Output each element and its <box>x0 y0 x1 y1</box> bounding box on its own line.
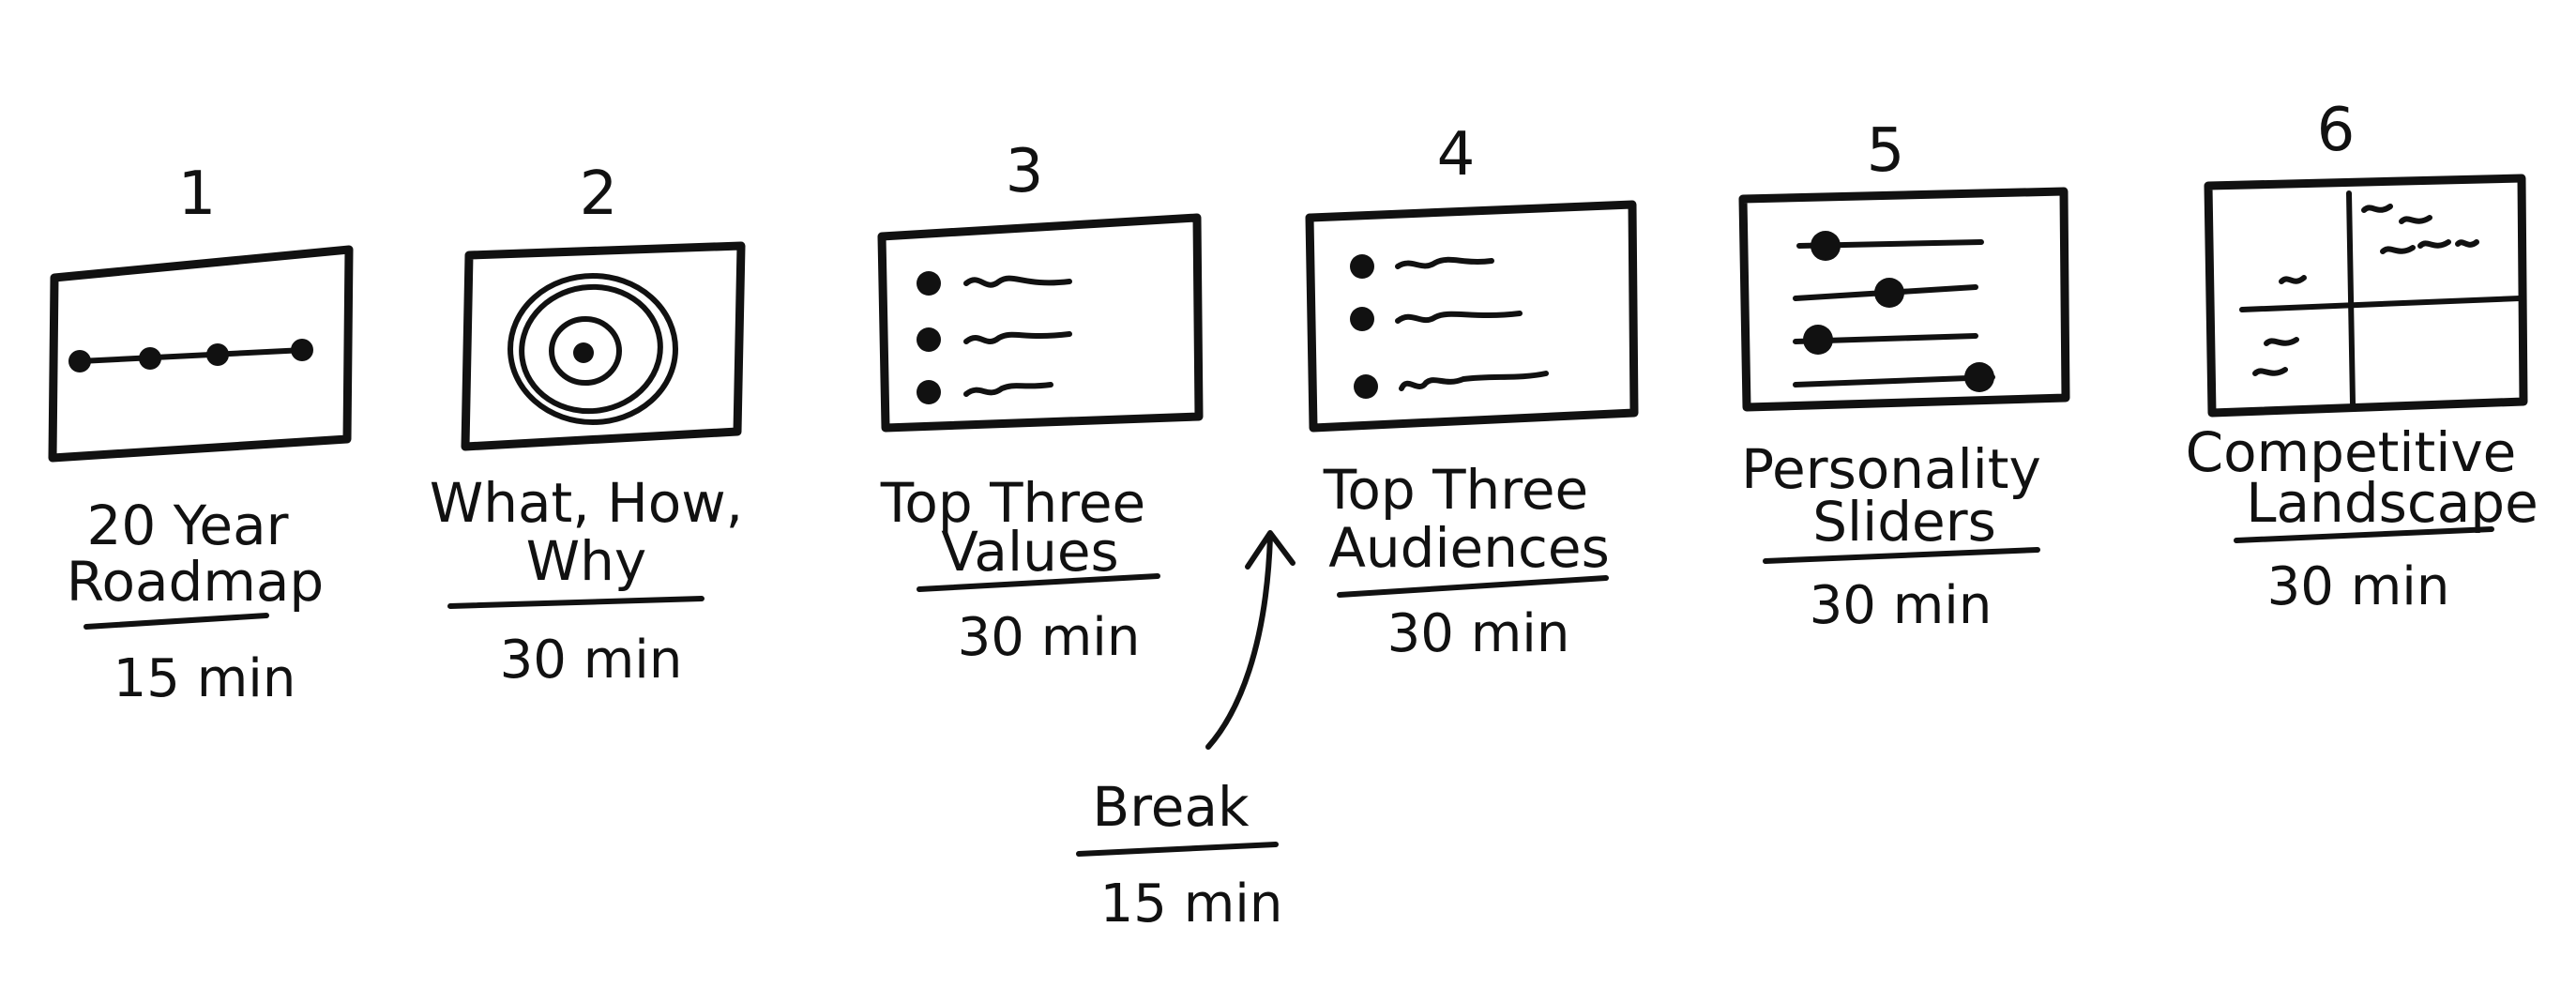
step-3: 3 Top Three Values 30 min <box>877 137 1204 668</box>
step-6-number: 6 <box>2317 96 2356 165</box>
break-duration: 15 min <box>1100 874 1283 935</box>
list-bullet-1 <box>917 271 941 296</box>
step-5: 5 Personality Sliders 30 min <box>1738 116 2070 636</box>
list-line-3 <box>963 382 1053 397</box>
break-underline <box>1076 842 1279 857</box>
slider-knob-3 <box>1803 325 1833 355</box>
quadrant-mark-1 <box>2279 275 2307 284</box>
step-3-underline <box>917 573 1160 592</box>
target-bullseye <box>573 342 594 363</box>
step-5-underline <box>1763 547 2040 564</box>
step-1-underline <box>83 613 269 630</box>
list-line-2 <box>1395 311 1523 324</box>
list-bullet-3 <box>1354 374 1378 399</box>
step-6-underline <box>2234 526 2494 543</box>
list-line-1 <box>1395 256 1494 269</box>
step-3-frame <box>877 213 1204 433</box>
bullet-list-icon <box>877 213 1204 433</box>
step-3-title-line-2: Values <box>941 520 1119 584</box>
list-line-3 <box>1399 371 1549 391</box>
slider-knob-4 <box>1964 362 1994 392</box>
step-2-frame <box>461 241 746 451</box>
list-line-2 <box>963 331 1072 344</box>
slider-knob-1 <box>1811 231 1841 261</box>
timeline-line <box>77 347 308 364</box>
step-1-duration: 15 min <box>114 648 296 709</box>
step-1-title-line-1: 20 Year <box>86 494 288 557</box>
slider-knob-2 <box>1874 278 1904 308</box>
timeline-icon <box>48 245 354 463</box>
step-1-frame <box>48 245 354 463</box>
quadrant-axis-vertical <box>2346 190 2356 406</box>
list-bullet-2 <box>1350 307 1374 331</box>
target-ring-outer <box>508 273 678 425</box>
break-marker: Break 15 min <box>1076 530 1296 935</box>
timeline-dot-1 <box>68 350 91 372</box>
step-3-duration: 30 min <box>958 607 1141 668</box>
step-6-frame <box>2204 174 2528 418</box>
step-2: 2 What, How, Why 30 min <box>430 160 746 691</box>
list-bullet-3 <box>917 380 941 404</box>
step-5-title-line-1: Personality <box>1741 437 2041 501</box>
step-2-title-line-2: Why <box>526 529 646 593</box>
step-4-underline <box>1337 575 1609 598</box>
step-3-number: 3 <box>1006 137 1044 206</box>
quadrant-mark-8 <box>2252 367 2288 376</box>
quadrant-mark-4 <box>2380 245 2416 254</box>
step-5-frame <box>1738 187 2070 412</box>
arrow-up-icon <box>1205 530 1296 750</box>
bullet-list-icon <box>1305 200 1639 433</box>
step-1-number: 1 <box>178 160 217 229</box>
step-6-title-line-2: Landscape <box>2246 471 2538 535</box>
step-2-number: 2 <box>580 160 618 229</box>
step-1-title-line-2: Roadmap <box>67 550 324 614</box>
step-6: 6 Competitive Landscape 30 min <box>2186 96 2538 617</box>
step-5-title-line-2: Sliders <box>1812 490 1996 554</box>
step-6-duration: 30 min <box>2267 556 2450 617</box>
step-4: 4 Top Three Audiences 30 min <box>1305 120 1639 664</box>
step-4-title-line-1: Top Three <box>1323 458 1588 522</box>
step-2-underline <box>447 596 705 609</box>
quadrant-icon <box>2204 174 2528 418</box>
step-6-title-line-1: Competitive <box>2186 420 2517 484</box>
step-4-title-line-2: Audiences <box>1328 516 1610 580</box>
quadrant-mark-3 <box>2399 215 2432 224</box>
sliders-icon <box>1738 187 2070 412</box>
break-arrow-head <box>1245 530 1296 570</box>
target-ring-inner <box>549 316 622 386</box>
step-4-duration: 30 min <box>1387 603 1570 664</box>
quadrant-mark-6 <box>2455 239 2479 248</box>
target-ring-mid <box>519 283 663 415</box>
quadrant-mark-5 <box>2417 239 2451 249</box>
step-3-title-line-1: Top Three <box>880 471 1145 535</box>
list-bullet-2 <box>917 327 941 352</box>
timeline-dot-4 <box>291 339 313 361</box>
timeline-dot-3 <box>206 343 229 366</box>
step-2-duration: 30 min <box>500 630 683 691</box>
target-icon <box>461 241 746 451</box>
slider-track-4 <box>1793 374 1995 388</box>
step-2-title-line-1: What, How, <box>430 471 743 535</box>
quadrant-mark-2 <box>2361 204 2393 213</box>
quadrant-axis-horizontal <box>2239 296 2523 312</box>
break-label: Break <box>1092 775 1250 839</box>
list-bullet-1 <box>1350 254 1374 279</box>
step-4-number: 4 <box>1437 120 1476 190</box>
step-5-duration: 30 min <box>1810 575 1993 636</box>
step-1: 1 20 Year Roadmap 15 min <box>48 160 354 709</box>
step-5-number: 5 <box>1867 116 1905 186</box>
step-4-frame <box>1305 200 1639 433</box>
list-line-1 <box>963 275 1072 288</box>
timeline-dot-2 <box>139 347 161 370</box>
quadrant-mark-7 <box>2264 337 2299 346</box>
break-arrow-shaft <box>1205 534 1273 750</box>
